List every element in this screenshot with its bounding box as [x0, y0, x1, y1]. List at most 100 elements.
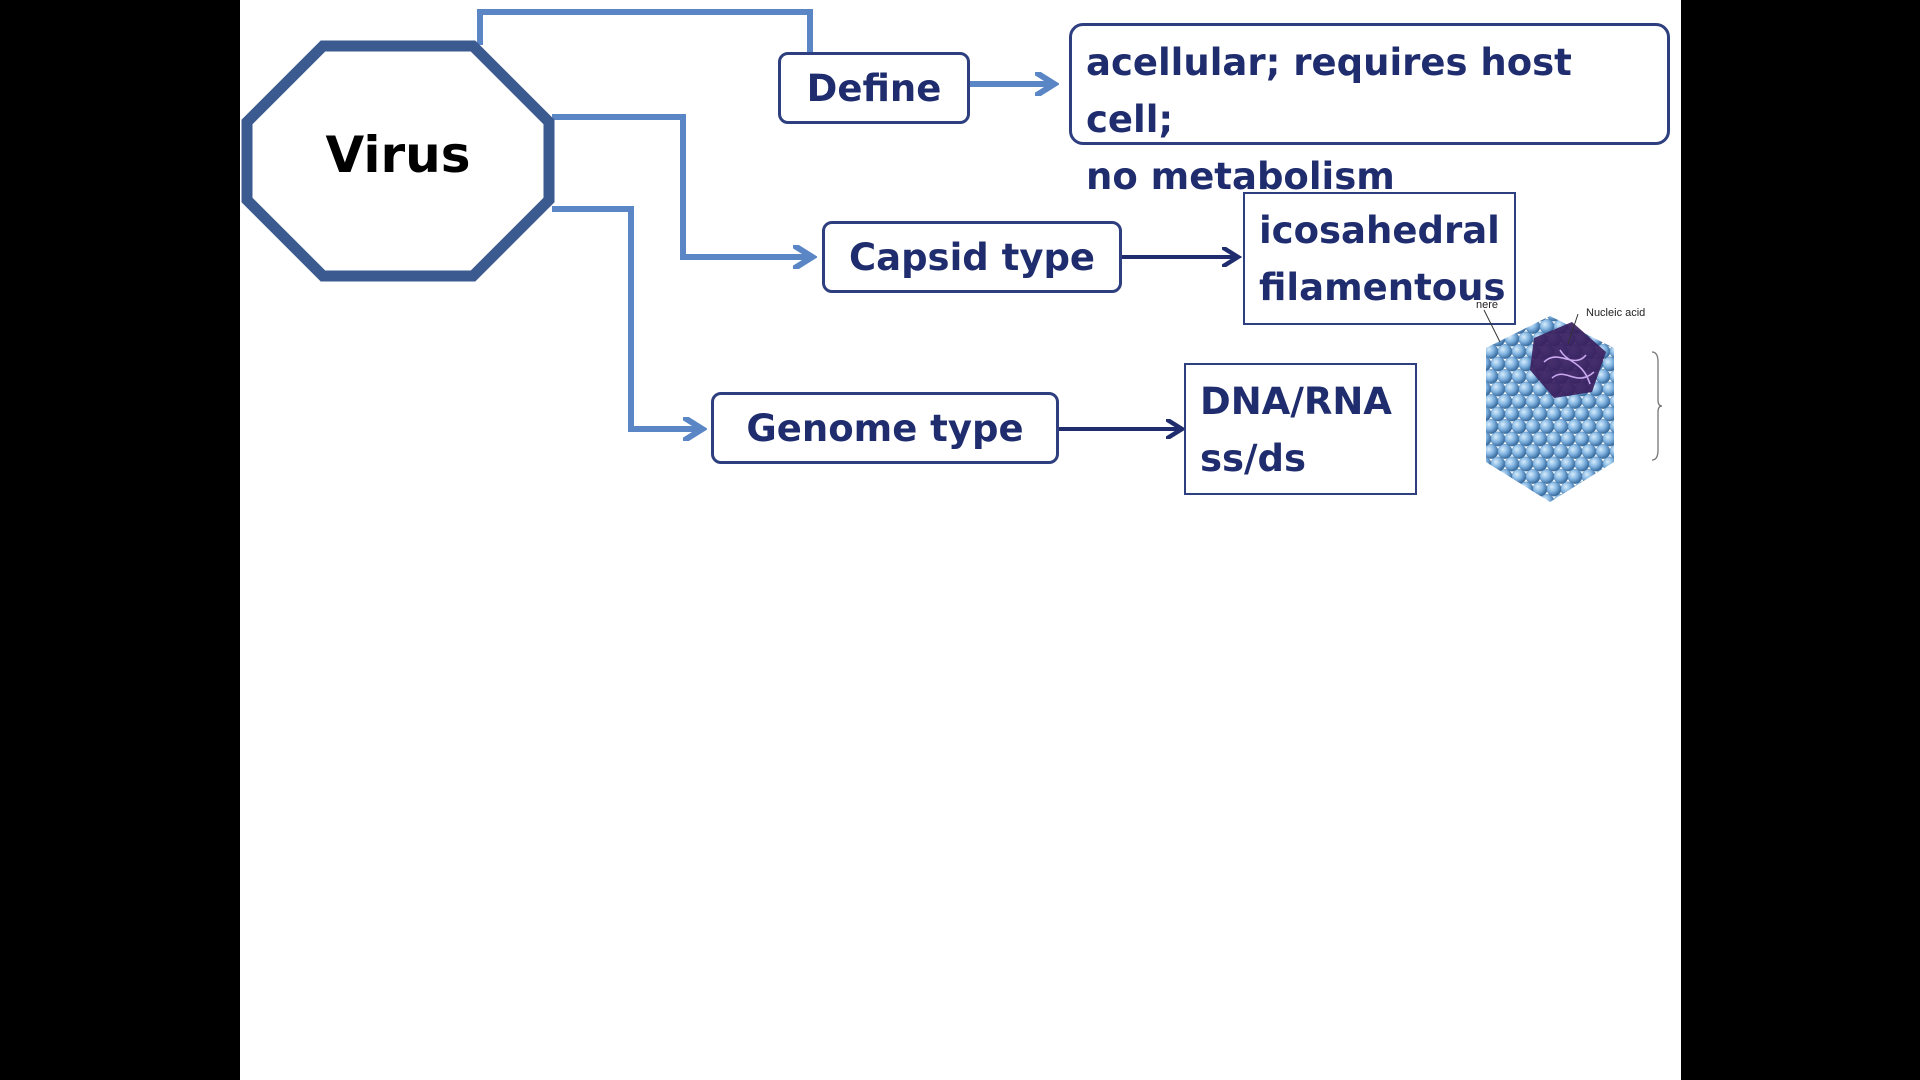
capsomere-sphere	[1602, 431, 1614, 447]
capsomere-sphere	[1490, 381, 1506, 397]
capsomere-sphere	[1588, 481, 1604, 497]
capsomere-sphere	[1497, 394, 1513, 409]
capsomere-sphere	[1638, 344, 1652, 358]
capsomere-sphere	[1486, 331, 1492, 347]
label-capsomere-partial: nere	[1476, 299, 1499, 311]
capsomere-sphere	[1486, 319, 1499, 334]
capsomere-sphere	[1595, 494, 1611, 502]
capsomere-sphere	[1518, 381, 1534, 397]
result-genome-line-1: DNA/RNA	[1200, 380, 1392, 423]
bracket	[1651, 351, 1663, 461]
capsomere-sphere	[1504, 431, 1520, 447]
capsomere-sphere	[1504, 456, 1520, 472]
capsomere-sphere	[1602, 381, 1614, 397]
virus-octagon	[241, 40, 555, 282]
capsomere-sphere	[1595, 394, 1611, 409]
capsomere-sphere	[1574, 481, 1590, 497]
capsomere-sphere	[1602, 406, 1614, 422]
capsomere-sphere	[1602, 331, 1614, 347]
capsomere-sphere	[1504, 406, 1520, 422]
capsomere-sphere	[1624, 494, 1638, 508]
connector-define	[477, 9, 813, 52]
capsomere-sphere	[1518, 456, 1534, 472]
capsomere-sphere	[1609, 394, 1614, 409]
capsomere-sphere	[1477, 507, 1491, 510]
nucleic-acid-strands	[1543, 349, 1595, 385]
capsomere-sphere	[1497, 419, 1513, 434]
capsomere-sphere	[1617, 482, 1631, 496]
capsomere-sphere	[1504, 481, 1520, 497]
capsomere-sphere	[1567, 394, 1583, 409]
label-nucleic-acid: Nucleic acid	[1586, 307, 1646, 319]
node-genome-label: Genome type	[746, 406, 1024, 450]
capsomere-sphere	[1511, 369, 1527, 384]
capsomere-sphere	[1574, 431, 1590, 447]
capsomere-sphere	[1486, 344, 1499, 359]
node-capsid-label: Capsid type	[848, 235, 1096, 279]
capsomere-sphere	[1539, 494, 1555, 502]
capsomere-sphere	[1546, 481, 1562, 497]
capsomere-sphere	[1511, 469, 1527, 484]
capsomere-sphere	[1631, 357, 1645, 371]
capsomere-sphere	[1638, 394, 1652, 408]
capsomere-sphere	[1575, 507, 1589, 510]
capsomere-sphere	[1624, 444, 1638, 458]
capsomere-sphere	[1581, 319, 1597, 334]
capsomere-sphere	[1486, 481, 1492, 497]
capsomere-sphere	[1533, 507, 1547, 510]
slide: Virus Define Capsid type Genome type ace…	[240, 0, 1681, 1080]
capsomere-sphere	[1567, 494, 1583, 502]
capsomere-sphere	[1532, 316, 1548, 322]
capsomere-sphere	[1609, 369, 1614, 384]
capsomere-sphere	[1505, 507, 1519, 510]
node-capsid-type: Capsid type	[822, 221, 1122, 293]
capsomere-sphere	[1486, 394, 1499, 409]
capsomere-sphere	[1490, 456, 1506, 472]
capsomere-sphere	[1525, 494, 1541, 502]
capsomere-sphere	[1504, 331, 1520, 347]
capsomere-sphere	[1497, 319, 1513, 334]
capsomere-sphere	[1511, 444, 1527, 459]
capsomere-sphere	[1588, 456, 1604, 472]
capsomere-sphere	[1486, 369, 1499, 384]
pointer-capsomere	[1483, 309, 1501, 343]
capsomere-sphere	[1546, 431, 1562, 447]
capsomere-sphere	[1504, 316, 1520, 322]
capsomere-sphere	[1560, 316, 1576, 322]
capsid-illustration	[1477, 309, 1663, 510]
capsomere-sphere	[1567, 444, 1583, 459]
capsomere-sphere	[1525, 394, 1541, 409]
capsomere-sphere	[1486, 494, 1499, 502]
capsomere-sphere	[1519, 507, 1533, 510]
capsomere-sphere	[1631, 482, 1645, 496]
capsomere-sphere	[1617, 432, 1631, 446]
capsomere-sphere	[1631, 432, 1645, 446]
capsomere-sphere	[1560, 406, 1576, 422]
result-genome: DNA/RNA ss/ds	[1184, 363, 1417, 495]
capsomere-sphere	[1617, 507, 1631, 510]
diagram-connectors	[241, 9, 1681, 1080]
capsomere-sphere	[1595, 469, 1611, 484]
capsomere-sphere	[1609, 344, 1614, 359]
result-capsid: icosahedral filamentous	[1243, 192, 1516, 325]
capsomere-sphere	[1624, 419, 1638, 433]
capsomere-sphere	[1638, 319, 1652, 333]
capsomere-sphere	[1581, 394, 1597, 409]
capsomere-sphere	[1518, 431, 1534, 447]
capsomere-sphere	[1638, 444, 1652, 458]
capsomere-sphere	[1581, 494, 1597, 502]
capsomere-sphere	[1589, 507, 1603, 510]
capsomere-sphere	[1511, 319, 1527, 334]
capsomere-sphere	[1553, 469, 1569, 484]
capsomere-sphere	[1624, 394, 1638, 408]
capsomere-sphere	[1518, 331, 1534, 347]
capsomere-sphere	[1518, 316, 1534, 322]
capsomere-sphere	[1624, 469, 1638, 483]
capsomere-sphere	[1539, 394, 1555, 409]
capsomere-sphere	[1553, 494, 1569, 502]
capsomere-sphere	[1624, 344, 1638, 358]
result-genome-line-2: ss/ds	[1200, 437, 1307, 480]
capsomere-sphere	[1609, 419, 1614, 434]
capsomere-sphere	[1560, 431, 1576, 447]
capsomere-sphere	[1518, 481, 1534, 497]
